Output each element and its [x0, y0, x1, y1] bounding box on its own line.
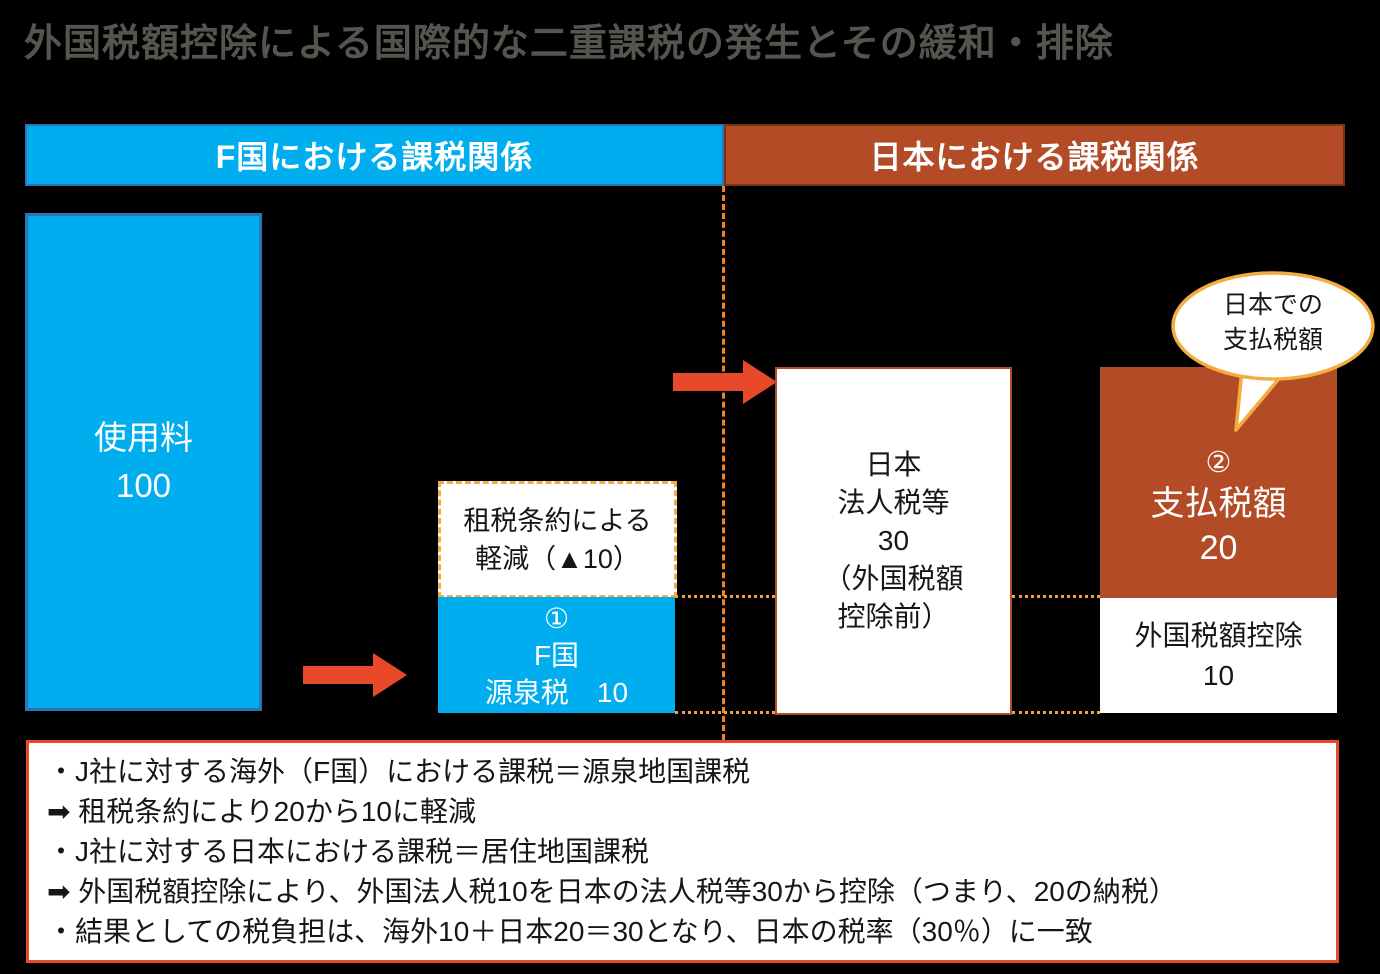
jp-tax-line1: 日本 [865, 449, 922, 480]
ftc-amount: 10 [1202, 659, 1235, 691]
header-japan-label: 日本における課税関係 [869, 139, 1200, 175]
foreign-tax-credit-box: 外国税額控除 10 [1100, 598, 1337, 713]
level-dotted-line-top-left [675, 595, 775, 598]
royalty-amount: 100 [115, 467, 172, 504]
note-line: ・J社に対する海外（F国）における課税＝源泉地国課税 [47, 756, 751, 787]
paid-tax-label: 支払税額 [1150, 484, 1287, 523]
level-dotted-line-bottom-left [675, 711, 775, 714]
withholding-number-badge: ① [543, 602, 570, 634]
arrow-right-icon [303, 653, 407, 697]
royalty-label: 使用料 [94, 419, 193, 456]
callout-text: 日本での 支払税額 [1183, 288, 1363, 358]
treaty-reduction-line1: 租税条約による [463, 505, 652, 536]
jp-tax-amount: 30 [877, 525, 910, 556]
paid-tax-number-badge: ② [1205, 446, 1232, 479]
callout-line2: 支払税額 [1222, 326, 1323, 354]
withholding-amount-label: 源泉税 10 [484, 676, 629, 708]
header-f-country-taxation: F国における課税関係 [25, 124, 724, 186]
royalty-box: 使用料 100 [25, 213, 262, 711]
notes-box: ・J社に対する海外（F国）における課税＝源泉地国課税 ➡ 租税条約により20から… [26, 740, 1339, 963]
f-country-withholding-tax-box: ① F国 源泉税 10 [438, 597, 675, 713]
note-line: ・結果としての税負担は、海外10＋日本20＝30となり、日本の税率（30％）に一… [47, 916, 1093, 947]
country-boundary-dashed-line [722, 186, 725, 740]
note-line: ➡ 外国税額控除により、外国法人税10を日本の法人税等30から控除（つまり、20… [47, 876, 1177, 907]
paid-tax-box: ② 支払税額 20 [1100, 367, 1337, 598]
page-title: 外国税額控除による国際的な二重課税の発生とその緩和・排除 [24, 23, 1114, 65]
treaty-reduction-box: 租税条約による 軽減（▲10） [438, 481, 677, 598]
note-line: ➡ 租税条約により20から10に軽減 [47, 796, 476, 827]
speech-bubble-callout [1171, 271, 1375, 432]
japan-corporate-tax-box: 日本 法人税等 30 （外国税額 控除前） [775, 367, 1012, 715]
callout-line1: 日本での [1222, 291, 1323, 319]
level-dotted-line-top-right [1012, 595, 1100, 598]
withholding-country-label: F国 [533, 639, 580, 671]
arrow-right-icon [673, 360, 777, 404]
jp-tax-line5: 控除前） [837, 601, 950, 632]
header-japan-taxation: 日本における課税関係 [724, 124, 1345, 186]
ftc-label: 外国税額控除 [1134, 619, 1303, 651]
paid-tax-amount: 20 [1199, 528, 1238, 567]
jp-tax-line4: （外国税額 [823, 563, 964, 594]
note-line: ・J社に対する日本における課税＝居住地国課税 [47, 836, 650, 867]
level-dotted-line-bottom-right [1012, 711, 1100, 714]
treaty-reduction-line2: 軽減（▲10） [475, 543, 640, 574]
header-f-country-label: F国における課税関係 [215, 139, 534, 175]
jp-tax-line2: 法人税等 [837, 487, 950, 518]
